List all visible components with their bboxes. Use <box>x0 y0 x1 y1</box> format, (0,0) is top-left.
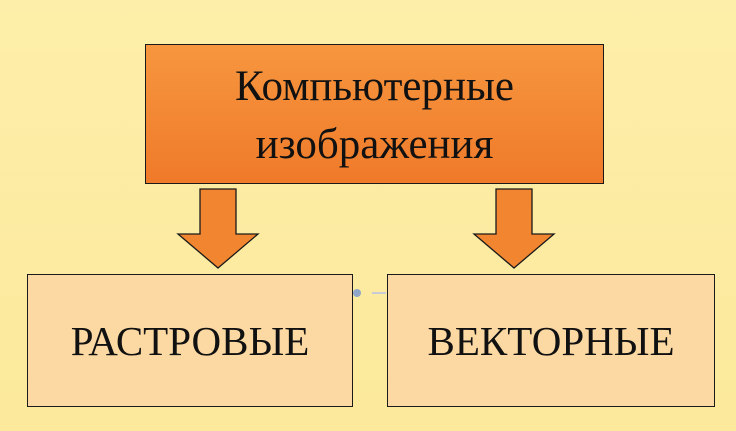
child-node-vector: ВЕКТОРНЫЕ <box>387 274 715 407</box>
child-node-raster: РАСТРОВЫЕ <box>27 274 353 407</box>
child-node-vector-label: ВЕКТОРНЫЕ <box>427 317 675 364</box>
connector-handle-line <box>372 292 386 294</box>
root-node-label-line2: изображения <box>255 121 494 168</box>
connector-handle-dot[interactable] <box>353 289 361 297</box>
down-arrow-right-icon <box>472 188 556 269</box>
root-node-computer-images: Компьютерные изображения <box>145 44 604 184</box>
root-node-label-line1: Компьютерные <box>235 63 514 110</box>
child-node-raster-label: РАСТРОВЫЕ <box>70 317 310 364</box>
down-arrow-left-icon <box>176 188 260 269</box>
root-node-label: Компьютерные изображения <box>235 58 514 174</box>
